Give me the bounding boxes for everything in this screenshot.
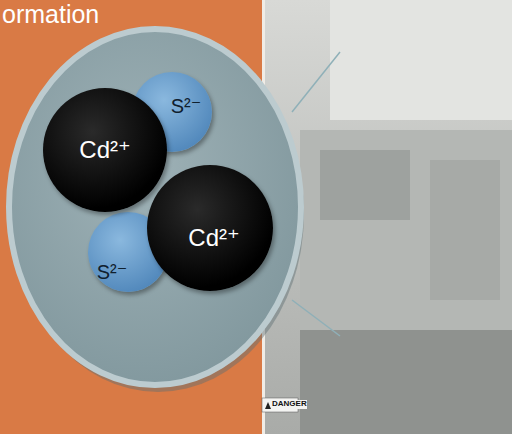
ion-label: Cd²⁺ bbox=[79, 137, 130, 163]
machine-door bbox=[430, 160, 500, 300]
machine-base bbox=[300, 330, 512, 434]
ion-label: S²⁻ bbox=[171, 95, 202, 117]
plate-ellipse bbox=[9, 29, 301, 385]
zoom-line bbox=[292, 300, 340, 336]
machine-body bbox=[300, 130, 512, 330]
zoom-line bbox=[292, 52, 340, 112]
photo-wall bbox=[330, 0, 512, 120]
warning-triangle bbox=[265, 402, 271, 409]
slide-title-fragment: ormation bbox=[2, 1, 99, 29]
ion-label: S²⁻ bbox=[97, 261, 128, 283]
cadmium-ion: Cd²⁺ bbox=[43, 88, 167, 212]
ion-label: Cd²⁺ bbox=[188, 225, 239, 251]
cadmium-ion: Cd²⁺ bbox=[147, 165, 273, 291]
warning-sign-text: DANGER bbox=[272, 400, 307, 409]
machine-panel bbox=[320, 150, 410, 220]
